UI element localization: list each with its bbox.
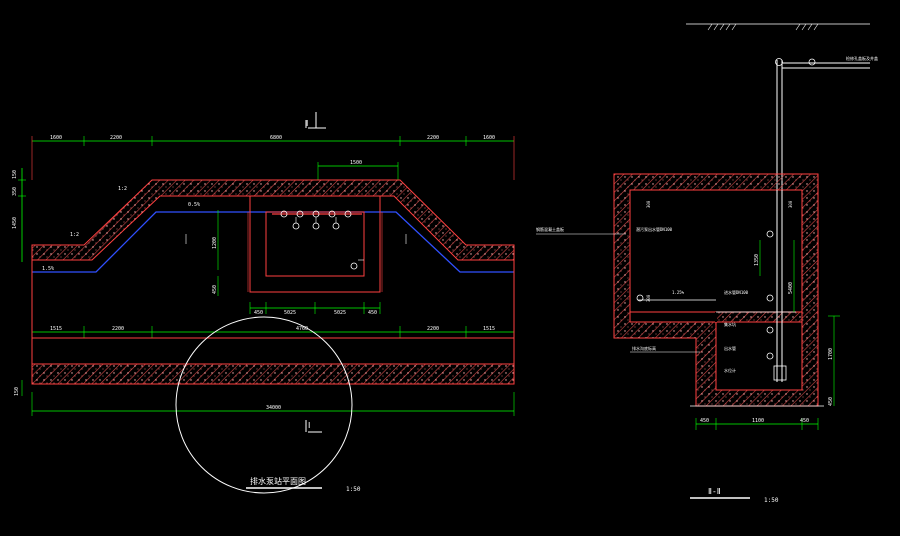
dim-top-4: 2200 xyxy=(427,135,439,141)
dim-mid-1: 1515 xyxy=(50,326,62,332)
dim-mid-3: 4760 xyxy=(296,326,308,332)
detail-circle xyxy=(175,316,353,494)
label-outlet-pipe: 潜污泵出水管DN100 xyxy=(636,226,673,232)
dim-bottom-2: 1100 xyxy=(752,418,764,424)
dim-inner-3: 300 xyxy=(646,294,651,302)
label-inlet: 进水管DN100 xyxy=(724,289,749,295)
section-scale: 1:50 xyxy=(764,497,779,504)
dimension-chain-top: 1600 2200 6800 2200 1600 xyxy=(31,135,515,180)
plan-view: Ⅰ 1600 2200 6800 2200 1600 1500 xyxy=(12,112,515,494)
dim-mid-2: 2200 xyxy=(112,326,124,332)
dim-right-1: 1350 xyxy=(754,254,760,266)
sump-pit xyxy=(715,321,803,391)
dim-chamber-top: 1500 xyxy=(350,160,362,166)
section-title: Ⅱ-Ⅱ xyxy=(708,487,721,496)
label-sump: 集水坑 xyxy=(724,321,736,327)
label-slab: 钢筋混凝土盖板 xyxy=(536,226,564,232)
chamber-interior xyxy=(629,189,803,313)
label-outlet: 出水管 xyxy=(724,345,736,351)
dim-side-left: 150 xyxy=(14,387,20,396)
slope-label-4: 1.5% xyxy=(42,266,54,272)
dim-top-1: 1600 xyxy=(50,135,62,141)
plan-top-wall-fill xyxy=(32,180,514,260)
dimension-chain-middle: 1515 2200 4760 2200 1515 xyxy=(32,326,514,338)
dim-bottom-1: 450 xyxy=(700,418,709,424)
valve-1 xyxy=(636,294,644,302)
dim-top-2: 2200 xyxy=(110,135,122,141)
dim-chamber-2: 5025 xyxy=(284,310,296,316)
section-mark-top-label: Ⅰ xyxy=(306,119,308,128)
plan-title: 排水泵站平面图 xyxy=(250,476,306,486)
section-mark-bottom-label: Ⅰ xyxy=(308,421,310,430)
dim-chamber-4: 450 xyxy=(368,310,377,316)
channel-band-upper xyxy=(31,337,515,365)
dim-mid-4: 2200 xyxy=(427,326,439,332)
section-view: 检修孔盖板及井盖 钢筋混凝土盖板 潜污泵出水管DN100 1.25% 进水管DN… xyxy=(536,23,878,504)
dim-left-1: 150 xyxy=(12,170,18,179)
dim-inner-2: 300 xyxy=(788,200,793,208)
label-manhole-cover: 检修孔盖板及井盖 xyxy=(846,55,878,61)
dim-right-4: 450 xyxy=(828,397,834,406)
pump-pipework xyxy=(272,210,364,270)
label-slope: 1.25% xyxy=(672,290,685,295)
section-mark-bottom: Ⅰ xyxy=(305,420,322,433)
pump-chamber xyxy=(247,195,383,293)
section-dims-right: 1350 5400 1700 450 xyxy=(754,240,840,406)
slope-label-2: 0.5% xyxy=(188,202,200,208)
dim-total: 34000 xyxy=(266,405,281,411)
valve-2 xyxy=(766,230,774,238)
section-mark-top: Ⅰ xyxy=(305,112,326,129)
dim-left-2: 350 xyxy=(12,187,18,196)
section-title-block: Ⅱ-Ⅱ 1:50 xyxy=(690,487,779,504)
label-bottom-elevation: 排水沟底标高 xyxy=(632,345,656,351)
valve-4 xyxy=(766,326,774,334)
dim-right-3: 1700 xyxy=(828,348,834,360)
dim-bottom-3: 450 xyxy=(800,418,809,424)
label-level-gauge: 水位计 xyxy=(724,367,736,373)
dim-vert-mid: 1200 xyxy=(212,237,218,249)
dim-vert-left: 450 xyxy=(212,285,218,294)
valve-5 xyxy=(766,352,774,360)
plan-scale: 1:50 xyxy=(346,486,361,493)
dim-right-2: 5400 xyxy=(788,282,794,294)
dimension-chamber-top: 1500 xyxy=(317,160,399,180)
channel-band-lower-fill xyxy=(32,364,514,384)
slope-label-1: 1:2 xyxy=(118,186,127,192)
dim-top-5: 1600 xyxy=(483,135,495,141)
plan-title-block: 排水泵站平面图 1:50 xyxy=(246,476,361,493)
pump-body xyxy=(773,365,787,381)
dim-chamber-3: 5025 xyxy=(334,310,346,316)
valve-3 xyxy=(766,294,774,302)
dimension-total: 34000 xyxy=(31,392,515,416)
section-dims-bottom: 450 1100 450 xyxy=(695,418,819,430)
dim-chamber-1: 450 xyxy=(254,310,263,316)
slope-label-3: 1:2 xyxy=(70,232,79,238)
dimension-left: 150 350 1450 xyxy=(12,168,26,262)
dimension-chamber-bottom: 450 5025 5025 450 xyxy=(249,302,381,316)
dim-top-3: 6800 xyxy=(270,135,282,141)
dim-left-3: 1450 xyxy=(12,217,18,229)
ground-line xyxy=(686,23,870,31)
dim-mid-5: 1515 xyxy=(483,326,495,332)
dim-inner-1: 300 xyxy=(646,200,651,208)
